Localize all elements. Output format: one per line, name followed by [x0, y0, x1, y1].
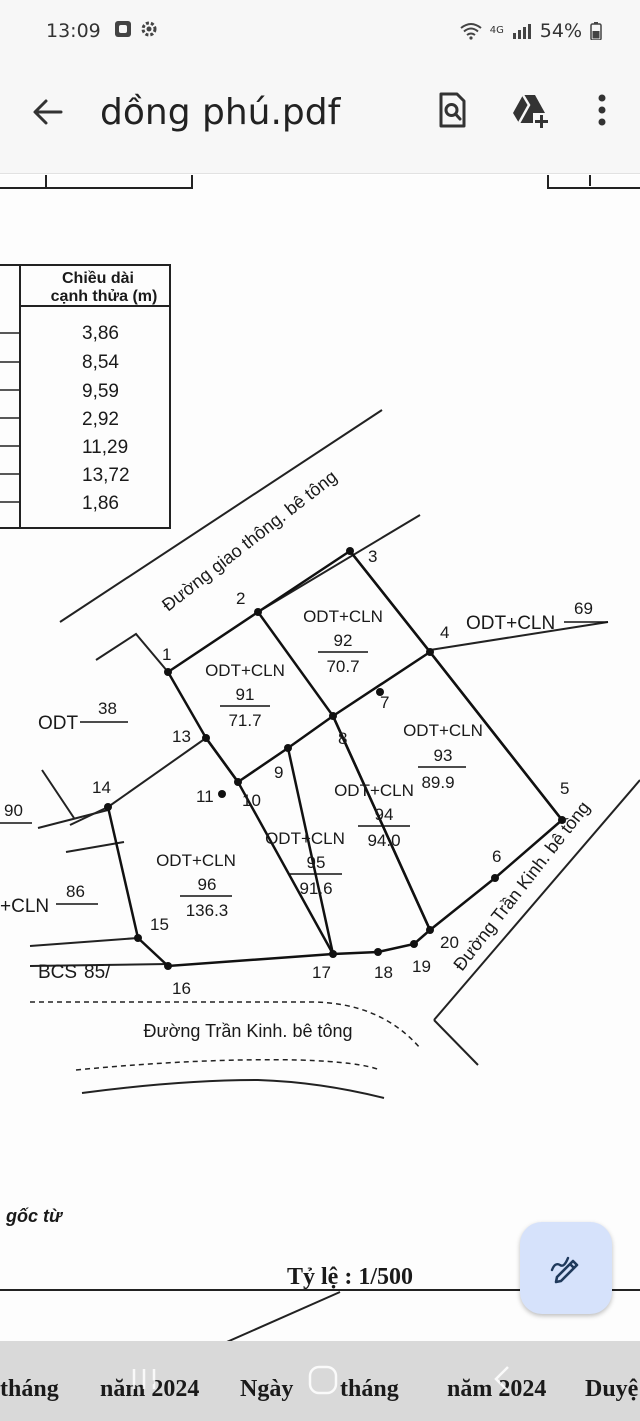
point-label: 19 [412, 957, 431, 976]
annotate-fab[interactable] [520, 1222, 612, 1314]
neighbor-code: ODT [38, 713, 79, 734]
arrow-left-icon[interactable] [28, 92, 68, 132]
neighbor-number: 86 [66, 882, 85, 901]
neighbor-number: 90 [4, 801, 23, 820]
parcel-area: 89.9 [421, 773, 454, 792]
road-label-top: Đường giao thông. bê tông [158, 466, 341, 615]
table-header: Chiều dài [62, 270, 134, 287]
point-label: 13 [172, 727, 191, 746]
neighbor-code: +CLN [0, 896, 49, 917]
footer-text: năm 2024 [100, 1376, 199, 1402]
point-label: 8 [338, 729, 347, 748]
neighbor-number: 85/ [84, 962, 111, 983]
point-label: 15 [150, 915, 169, 934]
signal-icon [512, 24, 531, 39]
point-label: 10 [242, 791, 261, 810]
system-navigation [132, 1365, 509, 1395]
table-cell: 9,59 [82, 381, 119, 402]
parcel-code: ODT+CLN [156, 851, 236, 870]
parcel-number: 93 [434, 746, 453, 765]
parcel-code: ODT+CLN [265, 829, 345, 848]
document-footer-strip: tháng năm 2024 Ngày tháng năm 2024 Duyệ [0, 1341, 640, 1421]
table-cell: 2,92 [82, 409, 119, 430]
parcel-labels: ODT+CLN 91 71.7 ODT+CLN 92 70.7 ODT+CLN … [156, 607, 483, 920]
point-label: 7 [380, 693, 389, 712]
point-label: 14 [92, 778, 111, 797]
wifi-icon [460, 23, 482, 40]
point-label: 4 [440, 623, 449, 642]
footer-text: Duyệ [585, 1376, 639, 1402]
point-label: 3 [368, 547, 377, 566]
neighbor-code: BCS [38, 962, 77, 983]
app-bar: dồng phú.pdf [0, 64, 640, 174]
point-label: 17 [312, 963, 331, 982]
point-label: 5 [560, 779, 569, 798]
table-cell: 11,29 [82, 437, 128, 458]
parcel-area: 136.3 [186, 901, 229, 920]
point-label: 18 [374, 963, 393, 982]
parcel-code: ODT+CLN [403, 721, 483, 740]
table-cell: 1,86 [82, 493, 119, 514]
table-cell: 8,54 [82, 352, 119, 373]
battery-percent: 54% [539, 20, 582, 42]
footer-text: tháng [0, 1376, 59, 1402]
footer-text: tháng [340, 1376, 399, 1402]
more-vert-icon[interactable] [580, 88, 624, 132]
back-nav-icon[interactable] [494, 1366, 509, 1392]
drive-add-icon[interactable] [508, 88, 552, 132]
point-label: 16 [172, 979, 191, 998]
parcel-number: 96 [198, 875, 217, 894]
search-document-icon[interactable] [430, 88, 474, 132]
point-label: 20 [440, 933, 459, 952]
pdf-page-view[interactable]: Chiều dài cạnh thửa (m) 3,86 8,54 9,59 2… [0, 175, 640, 1341]
recent-apps-icon[interactable] [132, 1369, 156, 1389]
scale-label: Tỷ lệ : 1/500 [287, 1264, 413, 1290]
edit-pen-icon [550, 1256, 579, 1284]
neighbor-number: 38 [98, 699, 117, 718]
table-cell: 13,72 [82, 465, 130, 486]
home-icon[interactable] [308, 1365, 338, 1395]
parcel-code: ODT+CLN [334, 781, 414, 800]
road-label-bottom: Đường Trần Kinh. bê tông [144, 1021, 353, 1041]
settings-icon [141, 21, 157, 37]
network-type: 4G [489, 25, 504, 36]
neighbor-code: ODT+CLN [466, 613, 555, 634]
parcel-number: 92 [334, 631, 353, 650]
parcel-boundaries [106, 549, 563, 968]
point-label: 11 [196, 787, 214, 806]
parcel-area: 70.7 [326, 657, 359, 676]
parcel-code: ODT+CLN [205, 661, 285, 680]
point-label: 1 [162, 645, 171, 664]
parcel-area: 71.7 [228, 711, 261, 730]
footer-text: Ngày [240, 1376, 293, 1402]
point-labels: 1 2 3 4 5 6 7 8 9 10 11 13 14 15 16 17 1… [92, 547, 569, 998]
neighbor-number: 69 [574, 599, 593, 618]
point-label: 2 [236, 589, 245, 608]
document-title: dồng phú.pdf [100, 92, 341, 133]
point-label: 6 [492, 847, 501, 866]
notification-icon [115, 21, 131, 37]
cadastral-map: Chiều dài cạnh thửa (m) 3,86 8,54 9,59 2… [0, 175, 640, 1341]
table-cell: 3,86 [82, 323, 119, 344]
parcel-area: 91.6 [299, 879, 332, 898]
edge-length-table [0, 264, 171, 529]
parcel-code: ODT+CLN [303, 607, 383, 626]
parcel-number: 94 [375, 805, 394, 824]
status-bar: 13:09 4G 54% [0, 0, 640, 64]
table-header: cạnh thửa (m) [51, 288, 158, 305]
parcel-number: 95 [307, 853, 326, 872]
note-text: gốc từ [5, 1206, 64, 1226]
status-time: 13:09 [46, 20, 101, 42]
road-label-right: Đường Trần Kinh. bê tông [449, 797, 593, 974]
parcel-number: 91 [236, 685, 255, 704]
battery-icon [590, 22, 602, 40]
point-label: 9 [274, 763, 283, 782]
parcel-area: 94.0 [367, 831, 400, 850]
